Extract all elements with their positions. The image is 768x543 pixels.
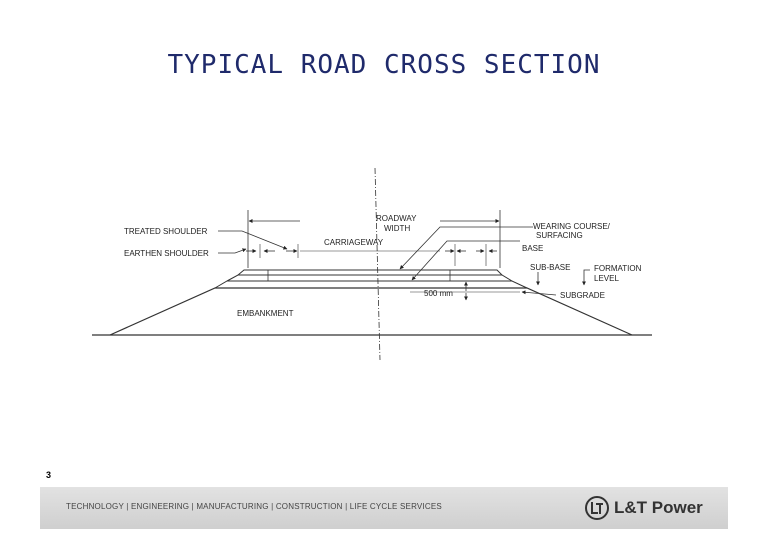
- footer-tagline: TECHNOLOGY | ENGINEERING | MANUFACTURING…: [66, 502, 442, 511]
- base-layer: [226, 274, 513, 282]
- label-500mm: 500 mm: [424, 289, 453, 298]
- label-earthen-shoulder: EARTHEN SHOULDER: [124, 249, 209, 258]
- subbase-layer: [214, 280, 528, 289]
- centerline: [374, 167, 381, 361]
- wearing-course-leader: [399, 226, 533, 270]
- base-leader: [411, 240, 520, 281]
- label-formation: FORMATION: [594, 264, 642, 273]
- label-base: BASE: [522, 244, 543, 253]
- lt-logo-icon: [585, 496, 609, 520]
- brand-name: L&T Power: [614, 498, 703, 517]
- formation-level-leader: [582, 269, 590, 286]
- subgrade-leader: [521, 290, 557, 296]
- earthen-shoulder-leader: [218, 248, 247, 254]
- embankment-outline: [109, 287, 633, 336]
- footer-bar: TECHNOLOGY | ENGINEERING | MANUFACTURING…: [40, 487, 728, 529]
- label-surfacing: SURFACING: [536, 231, 583, 240]
- treated-shoulder-leader: [218, 230, 288, 250]
- wearing-course-layer: [237, 269, 503, 276]
- label-roadway: ROADWAY: [376, 214, 417, 223]
- label-level: LEVEL: [594, 274, 619, 283]
- page-title: TYPICAL ROAD CROSS SECTION: [167, 50, 601, 80]
- label-carriageway: CARRIAGEWAY: [324, 238, 384, 247]
- label-sub-base: SUB-BASE: [530, 263, 570, 272]
- label-subgrade: SUBGRADE: [560, 291, 605, 300]
- label-embankment: EMBANKMENT: [237, 309, 294, 318]
- label-width: WIDTH: [384, 224, 410, 233]
- label-treated-shoulder: TREATED SHOULDER: [124, 227, 208, 236]
- label-wearing-course: WEARING COURSE/: [533, 222, 611, 231]
- page-number: 3: [46, 470, 52, 480]
